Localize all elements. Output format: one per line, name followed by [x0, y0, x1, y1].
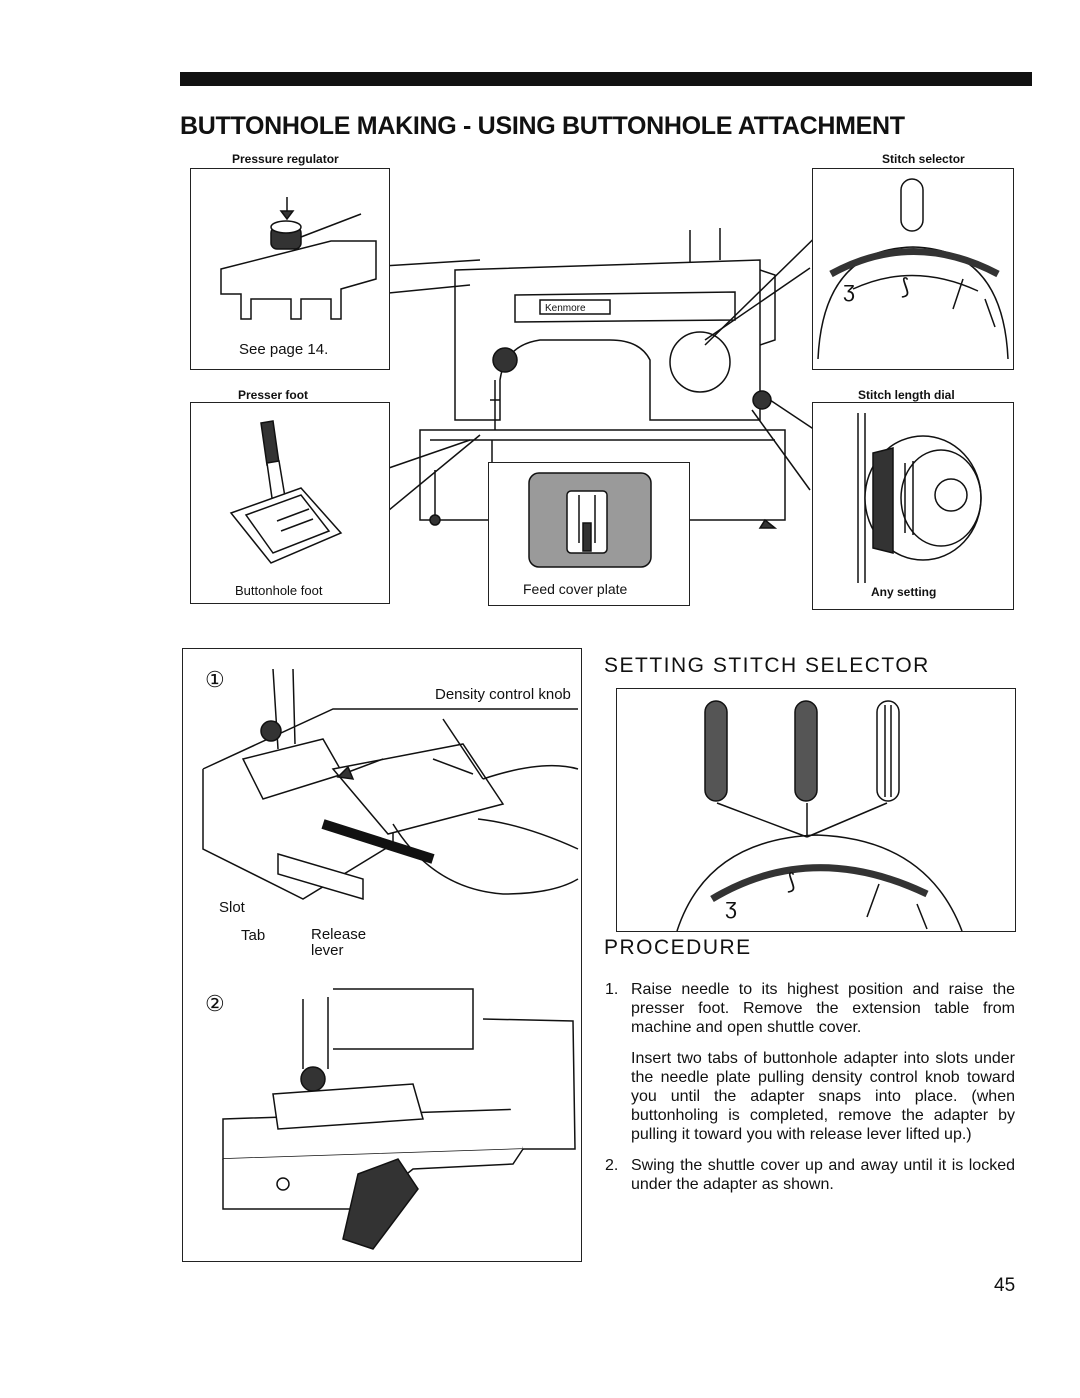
see-page-note: See page 14. — [239, 341, 329, 358]
procedure-step-2: 2. Swing the shuttle cover up and away u… — [605, 1156, 1015, 1194]
step-1-text: Raise needle to its highest position and… — [631, 981, 1015, 1036]
procedure-steps: 1. Raise needle to its highest position … — [605, 980, 1015, 1206]
attachment-figure: ① ② Density control knob Slot Tab Releas… — [182, 648, 582, 1262]
stitch-selector-label: Stitch selector — [882, 152, 965, 166]
step-1-marker: ① — [205, 667, 225, 692]
feed-cover-plate-panel: Feed cover plate — [488, 462, 690, 606]
any-setting-caption: Any setting — [871, 585, 937, 599]
svg-text:⟆: ⟆ — [901, 274, 910, 299]
pressure-regulator-label: Pressure regulator — [232, 152, 339, 166]
buttonhole-foot-icon — [229, 420, 343, 564]
pressure-regulator-diagram — [220, 197, 377, 320]
page-title: BUTTONHOLE MAKING - USING BUTTONHOLE ATT… — [180, 112, 905, 140]
feed-cover-plate-icon — [528, 472, 652, 568]
attachment-illustration — [202, 668, 579, 1250]
setting-stitch-selector-heading: SETTING STITCH SELECTOR — [604, 654, 930, 677]
stitch-length-dial-panel: Any setting — [812, 402, 1014, 610]
slot-label: Slot — [219, 899, 245, 916]
procedure-heading: PROCEDURE — [604, 936, 752, 959]
buttonhole-foot-caption: Buttonhole foot — [235, 583, 323, 598]
stitch-length-dial-icon — [857, 413, 982, 583]
presser-foot-label: Presser foot — [238, 388, 309, 402]
release-lever-label: Release lever — [311, 926, 367, 959]
procedure-step-1-continued: Insert two tabs of buttonhole adapter in… — [631, 1050, 1015, 1143]
pressure-regulator-panel: See page 14. — [190, 168, 390, 370]
selector-setting-diagram: ʒ ⟆ — [676, 700, 963, 932]
stitch-selector-dial-icon: ʒ ⟆ — [817, 178, 1009, 360]
stitch-length-dial-label: Stitch length dial — [858, 388, 955, 402]
stitch-selector-panel: ʒ ⟆ — [812, 168, 1014, 370]
density-control-knob-label: Density control knob — [435, 686, 571, 703]
svg-text:⟆: ⟆ — [787, 869, 796, 894]
presser-foot-panel: Buttonhole foot — [190, 402, 390, 604]
step-2-text: Swing the shuttle cover up and away unti… — [631, 1157, 1015, 1193]
step-2-marker: ② — [205, 991, 225, 1016]
svg-text:ʒ: ʒ — [843, 277, 855, 302]
header-rule — [180, 72, 1032, 86]
svg-text:ʒ: ʒ — [725, 894, 737, 919]
procedure-step-1: 1. Raise needle to its highest position … — [605, 980, 1015, 1037]
step-2-number: 2. — [605, 1157, 619, 1174]
tab-label: Tab — [241, 927, 266, 944]
page-number: 45 — [994, 1275, 1016, 1296]
brand-label: Kenmore — [545, 303, 586, 314]
step-1-number: 1. — [605, 981, 619, 998]
selector-setting-panel: ʒ ⟆ — [616, 688, 1016, 932]
feed-cover-plate-caption: Feed cover plate — [523, 581, 628, 597]
